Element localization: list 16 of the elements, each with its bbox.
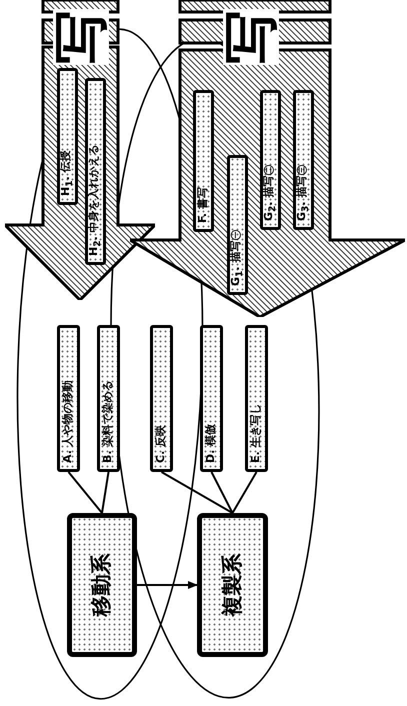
- term-box: B. 染料で染める: [97, 325, 120, 472]
- term-box: D. 模倣: [200, 325, 223, 472]
- term-box: A. 人や物の移動: [57, 325, 80, 472]
- term-box: E. 生き写し: [245, 325, 268, 472]
- arrow: [137, 581, 198, 589]
- connector-line: [210, 472, 234, 514]
- connector-line: [232, 472, 258, 514]
- connector-line: [161, 471, 233, 514]
- arrow-kanji: 写: [223, 9, 279, 65]
- term-box: F. 書写: [193, 90, 214, 232]
- connector-line: [101, 472, 110, 514]
- category-box: 移動系: [67, 513, 137, 657]
- term-box: C. 反映: [150, 325, 173, 472]
- arrow-kanji: 写: [53, 9, 109, 65]
- connector-line: [68, 471, 103, 514]
- category-box: 複製系: [197, 513, 268, 657]
